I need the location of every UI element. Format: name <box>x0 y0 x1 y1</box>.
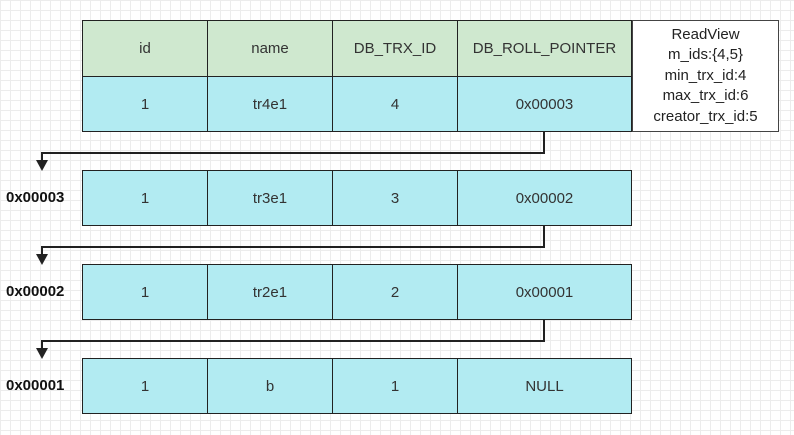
column-header-name: name <box>208 21 333 76</box>
column-header-db-roll-pointer: DB_ROLL_POINTER <box>458 21 631 76</box>
readview-title: ReadView <box>671 25 740 43</box>
undo-record-row: 1 tr2e1 2 0x00001 <box>82 264 632 320</box>
readview-box: ReadView m_ids:{4,5} min_trx_id:4 max_tr… <box>632 20 779 132</box>
record-id-cell: 1 <box>83 265 208 319</box>
record-row-current: 1 tr4e1 4 0x00003 <box>82 76 632 132</box>
column-header-db-trx-id: DB_TRX_ID <box>333 21 458 76</box>
undo-address-label: 0x00003 <box>6 189 65 206</box>
readview-min-trx-id: min_trx_id:4 <box>664 66 747 84</box>
record-trx-id-cell: 4 <box>333 77 458 131</box>
record-roll-pointer-cell: 0x00001 <box>458 265 631 319</box>
record-trx-id-cell: 1 <box>333 359 458 413</box>
record-id-cell: 1 <box>83 359 208 413</box>
roll-pointer-arrow <box>36 226 545 265</box>
readview-m-ids: m_ids:{4,5} <box>667 46 744 64</box>
arrowhead-icon <box>36 160 48 171</box>
undo-address-label: 0x00001 <box>6 377 65 394</box>
record-id-cell: 1 <box>83 77 208 131</box>
undo-record-row: 1 tr3e1 3 0x00002 <box>82 170 632 226</box>
arrowhead-icon <box>36 254 48 265</box>
record-roll-pointer-cell: 0x00002 <box>458 171 631 225</box>
record-name-cell: b <box>208 359 333 413</box>
arrowhead-icon <box>36 348 48 359</box>
record-name-cell: tr4e1 <box>208 77 333 131</box>
readview-max-trx-id: max_trx_id:6 <box>662 87 749 105</box>
readview-creator-trx-id: creator_trx_id:5 <box>653 107 758 125</box>
record-roll-pointer-cell: NULL <box>458 359 631 413</box>
undo-record-row: 1 b 1 NULL <box>82 358 632 414</box>
record-roll-pointer-cell: 0x00003 <box>458 77 631 131</box>
roll-pointer-arrow <box>36 132 545 171</box>
undo-address-label: 0x00002 <box>6 283 65 300</box>
record-name-cell: tr3e1 <box>208 171 333 225</box>
record-trx-id-cell: 3 <box>333 171 458 225</box>
record-name-cell: tr2e1 <box>208 265 333 319</box>
record-trx-id-cell: 2 <box>333 265 458 319</box>
column-header-id: id <box>83 21 208 76</box>
table-header-row: id name DB_TRX_ID DB_ROLL_POINTER <box>82 20 632 76</box>
record-id-cell: 1 <box>83 171 208 225</box>
roll-pointer-arrow <box>36 320 545 359</box>
